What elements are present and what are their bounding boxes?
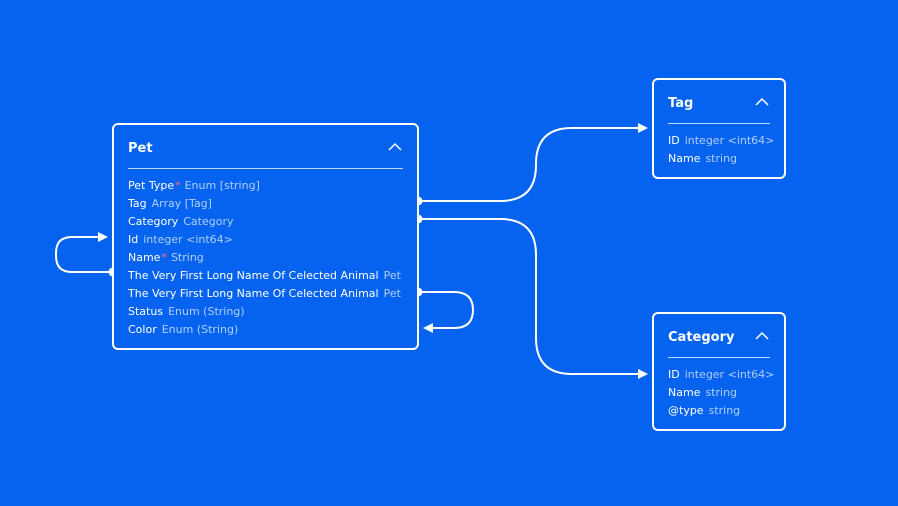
field-row[interactable]: Category Category [128, 213, 409, 231]
field-row[interactable]: The Very First Long Name Of Celected Ani… [128, 285, 409, 303]
connector-pet-self-right[interactable] [417, 291, 474, 329]
field-row[interactable]: Status Enum (String) [128, 303, 409, 321]
field-row[interactable]: Pet Type*Enum [string] [128, 177, 409, 195]
field-type: Pet [383, 269, 401, 282]
arrowhead-self-left [98, 232, 108, 242]
field-type: string [705, 386, 738, 399]
field-name: Color [128, 323, 157, 336]
arrowhead-self-right [423, 323, 433, 333]
field-name: The Very First Long Name Of Celected Ani… [128, 269, 379, 282]
field-name: ID [668, 368, 680, 381]
field-row[interactable]: Name string [668, 150, 776, 168]
field-type: Array [Tag] [151, 197, 212, 210]
field-type: Enum (String) [161, 323, 239, 336]
arrowhead-category [638, 369, 648, 379]
field-name: Pet Type [128, 179, 175, 192]
field-name: ID [668, 134, 680, 147]
field-name: @type [668, 404, 704, 417]
field-type: Enum (String) [168, 305, 245, 318]
field-type: string [708, 404, 741, 417]
connector-pet-category[interactable] [417, 218, 641, 375]
entity-tag[interactable]: Tag ID integer <int64> Name string [652, 78, 786, 179]
field-type: Pet [383, 287, 401, 300]
entity-category[interactable]: Category ID integer <int64> Name string @t… [652, 312, 786, 431]
entity-tag-fields: ID integer <int64> Name string [668, 132, 776, 168]
entity-tag-title: Tag [668, 96, 694, 111]
chevron-up-icon[interactable] [754, 330, 770, 342]
field-type: integer <int64> [684, 134, 775, 147]
entity-pet-header: Pet [128, 125, 403, 169]
field-row[interactable]: Color Enum (String) [128, 321, 409, 339]
field-name: Id [128, 233, 139, 246]
field-row[interactable]: Id integer <int64> [128, 231, 409, 249]
entity-category-title: Category [668, 330, 735, 345]
entity-category-header: Category [668, 314, 770, 358]
field-row[interactable]: ID integer <int64> [668, 132, 776, 150]
field-row[interactable]: ID integer <int64> [668, 366, 776, 384]
field-name: Tag [128, 197, 147, 210]
entity-tag-header: Tag [668, 80, 770, 124]
chevron-up-icon[interactable] [754, 96, 770, 108]
required-marker: * [175, 179, 181, 192]
field-row[interactable]: The Very First Long Name Of Celected Ani… [128, 267, 409, 285]
field-type: integer <int64> [684, 368, 775, 381]
field-row[interactable]: Tag Array [Tag] [128, 195, 409, 213]
field-name: Category [128, 215, 179, 228]
connector-pet-self-left[interactable] [55, 236, 114, 273]
field-type: string [705, 152, 738, 165]
field-row[interactable]: Name*String [128, 249, 409, 267]
field-type: String [170, 251, 204, 264]
field-type: Category [183, 215, 234, 228]
field-type: Enum [string] [184, 179, 260, 192]
field-row[interactable]: Name string [668, 384, 776, 402]
field-name: Name [668, 386, 701, 399]
field-name: Status [128, 305, 164, 318]
field-name: The Very First Long Name Of Celected Ani… [128, 287, 379, 300]
field-type: integer <int64> [143, 233, 233, 246]
field-name: Name [668, 152, 701, 165]
field-row[interactable]: @type string [668, 402, 776, 420]
field-name: Name [128, 251, 161, 264]
required-marker: * [161, 251, 167, 264]
connector-pet-tag[interactable] [417, 127, 641, 202]
chevron-up-icon[interactable] [387, 141, 403, 153]
arrowhead-tag [638, 123, 648, 133]
entity-pet-title: Pet [128, 141, 153, 156]
